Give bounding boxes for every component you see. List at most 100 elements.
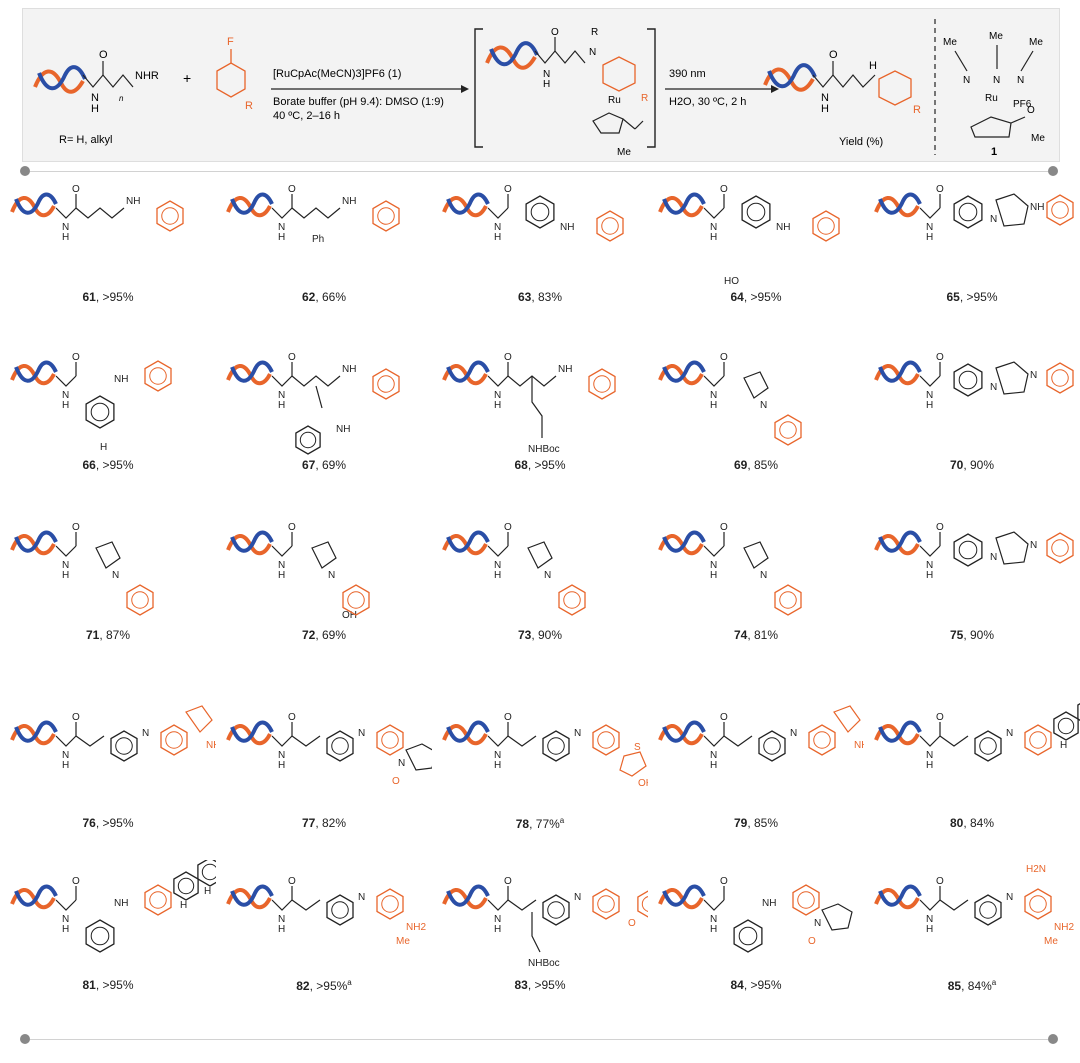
compound-caption: 82, >95%a bbox=[216, 978, 432, 993]
benzene-ring bbox=[326, 894, 354, 926]
rule-dot bbox=[20, 166, 30, 176]
benzene-ring bbox=[733, 919, 763, 953]
bond bbox=[55, 207, 77, 219]
compound-yield: , 84% bbox=[961, 979, 992, 993]
benzene-ring bbox=[953, 195, 983, 229]
benzene-ring bbox=[144, 884, 172, 916]
compound-number: 61 bbox=[82, 290, 96, 304]
svg-text:Me: Me bbox=[1031, 133, 1045, 144]
compound-number: 74 bbox=[733, 628, 748, 642]
compound-caption: 75, 90% bbox=[864, 628, 1080, 642]
benzene-ring bbox=[1046, 532, 1074, 564]
compound-number: 81 bbox=[82, 978, 96, 992]
benzene-ring bbox=[85, 395, 115, 429]
atom-label: NH bbox=[126, 196, 140, 207]
svg-text:Ru: Ru bbox=[985, 93, 998, 104]
atom-label: O bbox=[628, 918, 636, 929]
bond bbox=[55, 899, 77, 911]
svg-text:H: H bbox=[821, 103, 829, 115]
atom-label: H bbox=[926, 924, 933, 935]
bond bbox=[919, 207, 941, 219]
atom-label: N bbox=[710, 914, 717, 925]
dna-tag-icon bbox=[10, 192, 58, 218]
atom-label: N bbox=[358, 728, 365, 739]
atom-label: N bbox=[926, 914, 933, 925]
dna-tag-icon bbox=[442, 720, 490, 746]
atom-label: S bbox=[634, 742, 641, 753]
benzene-ring bbox=[812, 210, 840, 242]
atom-label: NH bbox=[762, 898, 776, 909]
compound-number: 78 bbox=[515, 817, 530, 831]
svg-text:Me: Me bbox=[943, 37, 957, 48]
atom-label: N bbox=[544, 570, 551, 581]
benzene-ring bbox=[372, 200, 400, 232]
compound-structure: ONHNOFNHBoc bbox=[442, 876, 648, 969]
atom-label: N bbox=[494, 222, 501, 233]
compound-number: 65 bbox=[946, 290, 960, 304]
complex-number: 1 bbox=[991, 146, 997, 158]
atom-label: N bbox=[278, 914, 285, 925]
atom-label: N bbox=[278, 750, 285, 761]
bond bbox=[271, 735, 293, 747]
compound-number: 75 bbox=[949, 628, 964, 642]
dna-tag-icon bbox=[658, 720, 706, 746]
benzene-ring bbox=[953, 533, 983, 567]
compound-caption: 66, >95% bbox=[0, 458, 216, 472]
atom-label: N bbox=[112, 570, 119, 581]
benzene-ring bbox=[741, 195, 771, 229]
atom-label: Me bbox=[1044, 936, 1058, 947]
svg-text:PF6: PF6 bbox=[1013, 99, 1032, 110]
ring bbox=[743, 371, 769, 399]
atom-label: N bbox=[990, 382, 997, 393]
benzene-ring bbox=[592, 724, 620, 756]
atom-label: H bbox=[494, 760, 501, 771]
compound-yield: , >95% bbox=[95, 978, 134, 992]
benzene-ring bbox=[588, 368, 616, 400]
dna-tag-icon bbox=[33, 65, 87, 94]
temp-label: 40 ºC, 2–16 h bbox=[273, 110, 340, 122]
benzene-ring bbox=[758, 730, 786, 762]
compound-number: 76 bbox=[82, 816, 96, 830]
bond bbox=[291, 375, 341, 387]
footnote-marker: a bbox=[559, 816, 565, 825]
compound-structure: ONHNNHAc bbox=[10, 705, 216, 771]
benzene-ring bbox=[144, 360, 172, 392]
benzene-ring bbox=[525, 195, 555, 229]
dna-tag-icon bbox=[658, 884, 706, 910]
atom-label: H bbox=[62, 924, 69, 935]
atom-label: H bbox=[710, 232, 717, 243]
compound-caption: 64, >95% bbox=[648, 290, 864, 304]
compound-caption: 85, 84%a bbox=[864, 978, 1080, 993]
catalyst-label: [RuCpAc(MeCN)3]PF6 (1) bbox=[273, 68, 401, 80]
dna-tag-icon bbox=[485, 41, 539, 70]
compound-caption: 69, 85% bbox=[648, 458, 864, 472]
compound-yield: , 90% bbox=[963, 628, 995, 642]
dna-tag-icon bbox=[226, 360, 274, 386]
benzene-ring bbox=[974, 730, 1002, 762]
benzene-ring bbox=[126, 584, 154, 616]
compound-yield: , 69% bbox=[315, 628, 347, 642]
footnote-marker: a bbox=[347, 978, 352, 987]
atom-label: N bbox=[278, 222, 285, 233]
svg-text:H: H bbox=[91, 103, 99, 115]
bond bbox=[919, 899, 941, 911]
svg-text:N: N bbox=[993, 75, 1000, 86]
bond bbox=[703, 207, 725, 219]
atom-label: H bbox=[62, 400, 69, 411]
